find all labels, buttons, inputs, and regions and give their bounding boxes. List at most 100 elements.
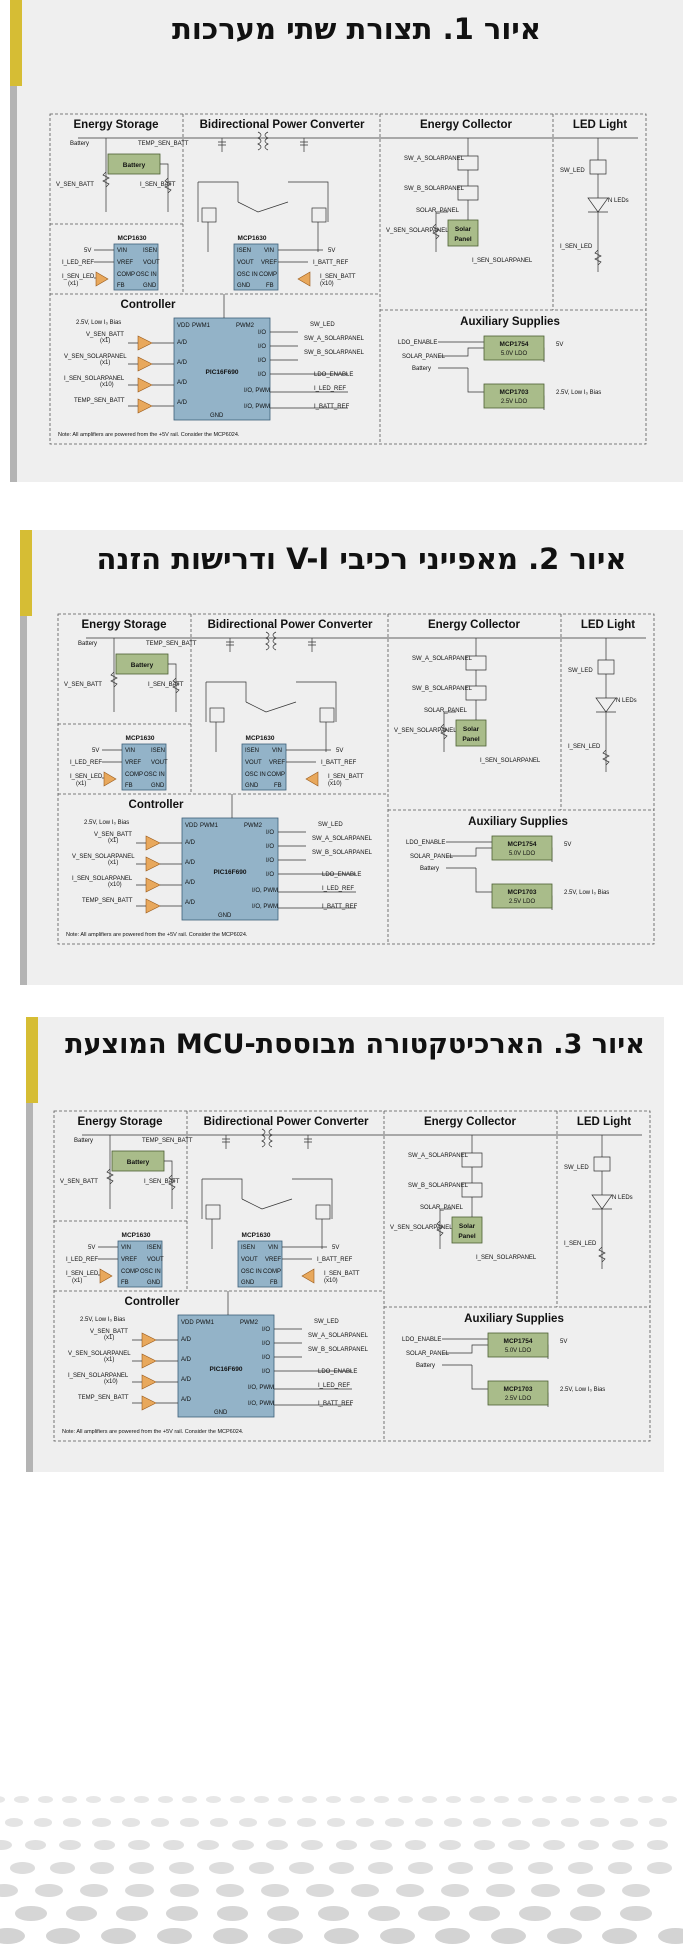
section-led-light: LED Light <box>577 1116 631 1128</box>
svg-text:SW_LED: SW_LED <box>560 168 585 174</box>
decorative-dot <box>0 1840 12 1851</box>
svg-text:A/D: A/D <box>177 380 188 386</box>
decorative-dot <box>125 1884 154 1898</box>
svg-text:SW_LED: SW_LED <box>314 1319 339 1325</box>
decorative-dot <box>335 1840 358 1851</box>
svg-text:I_SEN_LED: I_SEN_LED <box>564 1241 597 1247</box>
svg-text:Battery: Battery <box>412 366 431 372</box>
svg-text:2.5V LDO: 2.5V LDO <box>505 1396 532 1402</box>
svg-text:(x1): (x1) <box>108 860 118 866</box>
svg-text:PWM2: PWM2 <box>240 1320 259 1326</box>
decorative-dot <box>182 1796 197 1803</box>
svg-text:FB: FB <box>117 283 125 289</box>
decorative-dot <box>89 1862 115 1874</box>
svg-text:VIN: VIN <box>117 248 127 254</box>
decorative-dot <box>206 1796 221 1803</box>
svg-text:5V: 5V <box>88 1245 95 1251</box>
svg-text:I/O, PWM: I/O, PWM <box>244 404 270 410</box>
mcp1630-left-title: MCP1630 <box>126 735 155 742</box>
mcp1630-right <box>241 743 287 791</box>
amplifier-ctrl-2 <box>137 356 153 372</box>
svg-text:(x1): (x1) <box>104 1357 114 1363</box>
svg-text:COMP: COMP <box>263 1269 281 1275</box>
svg-text:(x10): (x10) <box>324 1278 338 1284</box>
svg-text:GND: GND <box>210 413 224 419</box>
svg-text:A/D: A/D <box>177 340 188 346</box>
amplifier-right <box>305 771 319 787</box>
label-v-sen-batt: V_SEN_BATT <box>64 682 102 688</box>
svg-text:2.5V, Low I₀ Bias: 2.5V, Low I₀ Bias <box>80 1317 125 1323</box>
section-energy-collector: Energy Collector <box>420 119 513 131</box>
decorative-dot <box>368 1862 394 1874</box>
svg-text:I_SEN_LED: I_SEN_LED <box>62 274 95 280</box>
svg-text:LDO_ENABLE: LDO_ENABLE <box>402 1337 441 1343</box>
svg-text:V_SEN_BATT: V_SEN_BATT <box>90 1329 128 1335</box>
svg-text:I/O: I/O <box>262 1341 270 1347</box>
decorative-dot <box>254 1796 269 1803</box>
svg-text:OSC IN: OSC IN <box>241 1269 262 1275</box>
svg-text:(x1): (x1) <box>76 781 86 787</box>
decorative-dot <box>422 1796 437 1803</box>
svg-text:FB: FB <box>121 1280 129 1286</box>
svg-text:VOUT: VOUT <box>241 1257 258 1263</box>
section-auxiliary-supplies: Auxiliary Supplies <box>468 816 568 828</box>
decorative-dot <box>441 1884 470 1898</box>
decorative-dot <box>519 1906 551 1921</box>
decorative-dot <box>15 1906 47 1921</box>
svg-text:GND: GND <box>151 783 165 789</box>
decorative-dot <box>278 1796 293 1803</box>
amplifier-ctrl-3 <box>141 1374 157 1390</box>
decorative-dot <box>65 1906 98 1921</box>
amplifier-right <box>301 1268 315 1284</box>
decorative-dot <box>24 1840 47 1851</box>
svg-text:I_LED_REF: I_LED_REF <box>322 886 354 892</box>
svg-text:5.0V LDO: 5.0V LDO <box>509 851 536 857</box>
decorative-dot <box>607 1862 633 1874</box>
svg-text:Solar: Solar <box>463 726 480 733</box>
decorative-dot <box>129 1862 155 1874</box>
svg-text:Panel: Panel <box>454 236 472 243</box>
svg-text:(x1): (x1) <box>108 838 118 844</box>
svg-text:I_SEN_SOLARPANEL: I_SEN_SOLARPANEL <box>476 1255 537 1261</box>
amplifier-left <box>95 271 109 287</box>
svg-text:V_SEN_BATT: V_SEN_BATT <box>86 332 124 338</box>
svg-text:5.0V LDO: 5.0V LDO <box>501 351 528 357</box>
decorative-dot <box>268 1928 304 1945</box>
svg-text:MCP1754: MCP1754 <box>500 341 529 348</box>
svg-text:GND: GND <box>218 913 232 919</box>
amplifier-ctrl-4 <box>145 898 161 914</box>
svg-text:VOUT: VOUT <box>147 1257 164 1263</box>
svg-text:SW_B_SOLARPANEL: SW_B_SOLARPANEL <box>404 186 465 192</box>
svg-text:COMP: COMP <box>125 772 143 778</box>
diagram-border <box>57 613 655 945</box>
section-energy-storage: Energy Storage <box>78 1116 163 1128</box>
section-energy-collector: Energy Collector <box>428 619 521 631</box>
svg-text:FB: FB <box>266 283 274 289</box>
decorative-dot <box>396 1884 425 1898</box>
svg-text:VOUT: VOUT <box>245 760 262 766</box>
decorative-dot <box>92 1818 111 1827</box>
amplifier-left <box>103 771 117 787</box>
svg-text:VREF: VREF <box>125 760 141 766</box>
decorative-dot <box>209 1862 234 1874</box>
mosfet-left <box>205 1204 221 1220</box>
decorative-dot <box>385 1818 404 1827</box>
svg-text:OSC IN: OSC IN <box>136 272 157 278</box>
decorative-dot <box>546 1928 582 1945</box>
svg-text:N LEDs: N LEDs <box>616 698 637 704</box>
svg-text:I/O: I/O <box>266 872 274 878</box>
section-bidirectional-converter: Bidirectional Power Converter <box>204 1116 369 1128</box>
svg-text:I/O, PWM: I/O, PWM <box>244 388 270 394</box>
decorative-dot <box>230 1796 245 1803</box>
svg-text:VREF: VREF <box>121 1257 137 1263</box>
svg-text:A/D: A/D <box>181 1337 192 1343</box>
decorative-dot <box>576 1884 605 1898</box>
label-temp-sen-batt: TEMP_SEN_BATT <box>138 141 189 147</box>
label-temp-sen-batt: TEMP_SEN_BATT <box>142 1138 193 1144</box>
decorative-dot <box>0 1928 25 1945</box>
decorative-dot <box>418 1906 450 1921</box>
label-battery-rail: Battery <box>70 141 89 147</box>
svg-text:GND: GND <box>147 1280 161 1286</box>
svg-text:I/O, PWM: I/O, PWM <box>252 888 278 894</box>
